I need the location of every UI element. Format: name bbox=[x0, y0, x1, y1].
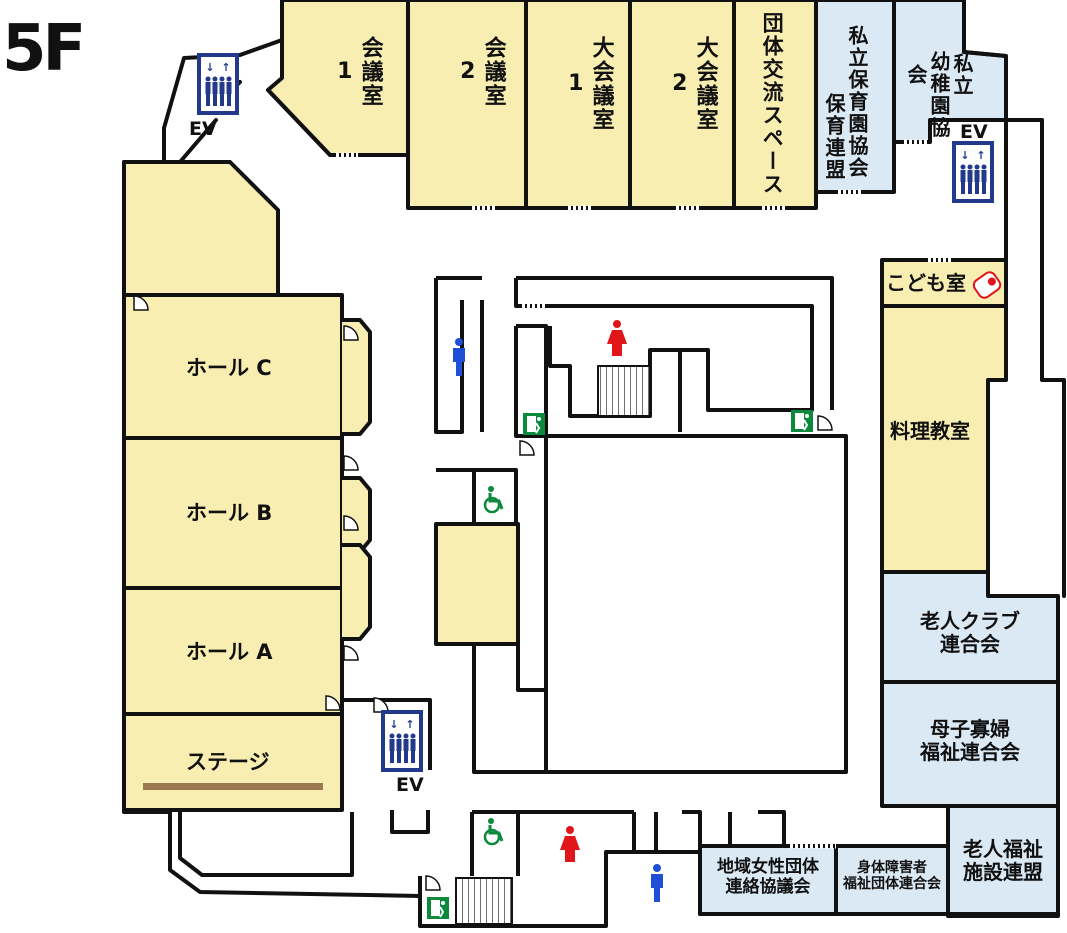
emergency-exit-icon bbox=[522, 412, 546, 436]
conf2-number: 2 bbox=[455, 58, 481, 86]
conf2-label: 会議室 2 bbox=[455, 36, 506, 108]
bigconf1-name: 大会議室 bbox=[588, 36, 614, 132]
seniors-welfare-line2: 施設連盟 bbox=[963, 860, 1043, 884]
door-icon bbox=[425, 875, 441, 891]
kids-label: こども室 bbox=[886, 271, 966, 295]
seniors-welfare-label: 老人福祉 施設連盟 bbox=[950, 838, 1056, 884]
center-block bbox=[434, 276, 848, 774]
women-line1: 地域女性団体 bbox=[717, 857, 819, 877]
kinder-label: 私立 幼稚園協会 bbox=[904, 10, 974, 140]
women-line2: 連絡協議会 bbox=[725, 876, 811, 897]
single-parent-line2: 福祉連合会 bbox=[920, 740, 1020, 764]
nursery-line1: 私立保育園協会 bbox=[845, 25, 869, 179]
baby-icon bbox=[972, 271, 1002, 299]
kinder-line2: 幼稚園協会 bbox=[904, 51, 951, 139]
seniors-club-line2: 連合会 bbox=[940, 632, 1000, 656]
bigconf1-number: 1 bbox=[563, 70, 589, 98]
conf1-label: 会議室 1 bbox=[332, 36, 383, 108]
bigconf2-name: 大会議室 bbox=[692, 36, 718, 132]
bottom-stairs bbox=[455, 877, 513, 925]
hall-wing bbox=[122, 160, 372, 812]
kinder-line1: 私立 bbox=[950, 53, 974, 97]
room-hall-b[interactable] bbox=[122, 436, 344, 590]
cooking-label: 料理教室 bbox=[890, 419, 970, 443]
bigconf1-label: 大会議室 1 bbox=[563, 36, 614, 132]
women-label: 地域女性団体 連絡協議会 bbox=[700, 857, 836, 897]
right-wing bbox=[698, 258, 1060, 918]
door-icon bbox=[817, 415, 833, 431]
nursery-line2: 保育連盟 bbox=[822, 93, 846, 181]
door-icon bbox=[519, 440, 535, 456]
single-parent-line1: 母子寡婦 bbox=[930, 717, 1010, 741]
ev-label-bottom: EV bbox=[396, 774, 424, 796]
bottom-structure bbox=[122, 698, 1060, 928]
floor-label: 5F bbox=[2, 12, 86, 86]
conf2-name: 会議室 bbox=[480, 36, 506, 108]
accessible-toilet-icon bbox=[476, 812, 512, 848]
room-stage[interactable] bbox=[122, 712, 344, 812]
emergency-exit-icon bbox=[790, 409, 814, 433]
nursery-label: 私立保育園協会 保育連盟 bbox=[822, 12, 869, 192]
door-icon bbox=[343, 455, 359, 471]
door-gaps bbox=[336, 139, 952, 849]
elevator-icon bbox=[381, 710, 423, 772]
female-toilet-icon bbox=[560, 826, 580, 862]
room-women-assoc[interactable] bbox=[698, 844, 838, 916]
room-conference-2[interactable] bbox=[406, 0, 528, 210]
seniors-club-label: 老人クラブ 連合会 bbox=[900, 610, 1040, 656]
elevator-icon bbox=[197, 53, 239, 115]
conf1-number: 1 bbox=[332, 58, 358, 86]
stage-edge-bar bbox=[143, 783, 323, 790]
disabled-line1: 身体障害者 bbox=[857, 860, 927, 876]
single-parent-label: 母子寡婦 福祉連合会 bbox=[900, 718, 1040, 764]
seniors-club-line1: 老人クラブ bbox=[920, 609, 1020, 633]
room-hall-c[interactable] bbox=[122, 293, 344, 440]
emergency-exit-icon bbox=[426, 896, 450, 920]
bigconf2-number: 2 bbox=[667, 70, 693, 98]
hall-a-label: ホール A bbox=[186, 640, 273, 664]
room-upper-left bbox=[122, 160, 280, 297]
accessible-toilet-icon bbox=[476, 480, 512, 516]
top-room-row bbox=[266, 0, 1008, 210]
female-toilet-icon bbox=[607, 320, 627, 356]
door-icon bbox=[343, 645, 359, 661]
hall-c-label: ホール C bbox=[186, 356, 272, 380]
elevator-icon bbox=[952, 141, 994, 203]
ev-label-top-right: EV bbox=[960, 121, 988, 143]
male-toilet-icon bbox=[651, 864, 663, 902]
bigconf2-label: 大会議室 2 bbox=[667, 36, 718, 132]
stage-label: ステージ bbox=[186, 750, 270, 774]
exchange-label: 団体交流スペース bbox=[760, 12, 785, 196]
room-disabled-assoc[interactable] bbox=[834, 844, 950, 916]
room-hall-a[interactable] bbox=[122, 586, 344, 716]
disabled-line2: 福祉団体連合会 bbox=[843, 876, 941, 893]
room-single-parent[interactable] bbox=[880, 680, 1060, 808]
disabled-label: 身体障害者 福祉団体連合会 bbox=[836, 860, 948, 892]
hall-b-label: ホール B bbox=[186, 501, 273, 525]
conf1-name: 会議室 bbox=[357, 36, 383, 108]
seniors-welfare-line1: 老人福祉 bbox=[963, 837, 1043, 861]
ev-label-top-left: EV bbox=[189, 118, 217, 140]
